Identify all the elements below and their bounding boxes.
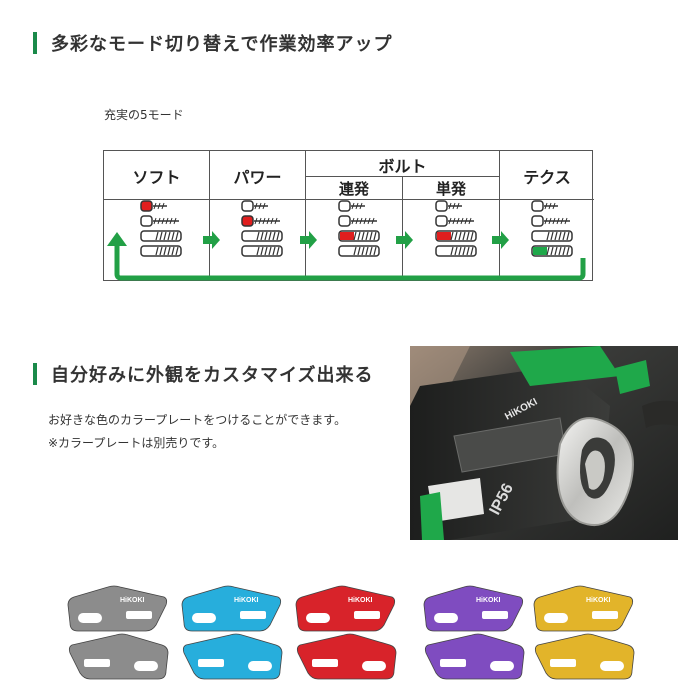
mt-divider [499, 151, 500, 281]
mode-lamp-fill [340, 232, 354, 240]
mt-divider [306, 176, 499, 177]
mode-soft-label: ソフト [132, 168, 181, 187]
mode-indicator-graphic [107, 200, 586, 281]
plate-brand-text: HiKOKI [476, 597, 501, 604]
arrow-right-icon [396, 231, 413, 249]
color-plate [68, 633, 169, 680]
plate-brand-text: HiKOKI [586, 597, 611, 604]
tool-photo: HiKOKI IP56 [410, 346, 678, 540]
color-plate [424, 633, 525, 680]
custom-heading-text: 自分好みに外観をカスタマイズ出来る [51, 365, 374, 386]
color-plates-lineup: HiKOKI HiKOKI HiKOKI HiKOKI HiKOKI [67, 585, 635, 680]
custom-section-heading: 自分好みに外観をカスタマイズ出来る [33, 362, 373, 386]
arrow-right-icon [300, 231, 317, 249]
mode-lamp-icon [140, 215, 153, 227]
mt-divider [209, 151, 210, 281]
custom-description: お好きな色のカラープレートをつけることができます。 [48, 413, 347, 427]
mode-bolt-single-label: 単発 [435, 180, 466, 198]
mode-lamp-icon [338, 215, 351, 227]
plate-brand-text: HiKOKI [348, 597, 373, 604]
mode-tex-label: テクス [523, 168, 571, 187]
modes-heading-text: 多彩なモード切り替えで作業効率アップ [51, 34, 393, 55]
color-plate [67, 585, 168, 632]
return-loop-arrowhead-icon [107, 232, 127, 246]
mode-bolt-continuous-label: 連発 [338, 180, 369, 198]
mode-indicator-icon [338, 200, 380, 257]
mode-bolt-label: ボルト [378, 157, 427, 176]
color-plate [296, 633, 397, 680]
mt-divider [104, 199, 594, 200]
color-plate [423, 585, 524, 632]
mode-lamp-icon [140, 200, 153, 212]
mode-lamp-fill [437, 232, 451, 240]
tool-photo-illustration: HiKOKI IP56 [410, 346, 678, 540]
mode-lamp-icon [241, 200, 254, 212]
mode-lamp-icon [531, 200, 544, 212]
mode-lamp-icon [241, 215, 254, 227]
mode-indicator-icon [140, 200, 182, 257]
arrow-right-icon [492, 231, 509, 249]
plate-brand-text: HiKOKI [234, 597, 259, 604]
mode-lamp-icon [435, 215, 448, 227]
mode-lamp-fill [533, 247, 547, 255]
color-plate-photo [556, 417, 634, 527]
color-plate [533, 585, 634, 632]
modes-section-heading: 多彩なモード切り替えで作業効率アップ [33, 31, 392, 55]
mode-lamp-icon [338, 200, 351, 212]
mt-divider [305, 151, 306, 281]
heading-accent-bar [33, 32, 37, 54]
modes-caption: 充実の5モード [104, 108, 184, 122]
arrow-right-icon [203, 231, 220, 249]
mode-power-label: パワー [233, 168, 282, 187]
color-plate [181, 585, 282, 632]
color-plate [534, 633, 635, 680]
return-loop-icon [114, 258, 586, 281]
mt-divider [402, 177, 403, 281]
mode-indicator-icon [531, 200, 573, 257]
custom-note: ※カラープレートは別売りです。 [48, 436, 225, 450]
color-plate [295, 585, 396, 632]
mode-lamp-icon [435, 200, 448, 212]
plate-brand-text: HiKOKI [120, 597, 145, 604]
color-plate [182, 633, 283, 680]
mode-indicator-icon [435, 200, 477, 257]
mode-lamp-icon [531, 215, 544, 227]
heading-accent-bar [33, 363, 37, 385]
mode-indicator-icon [241, 200, 283, 257]
